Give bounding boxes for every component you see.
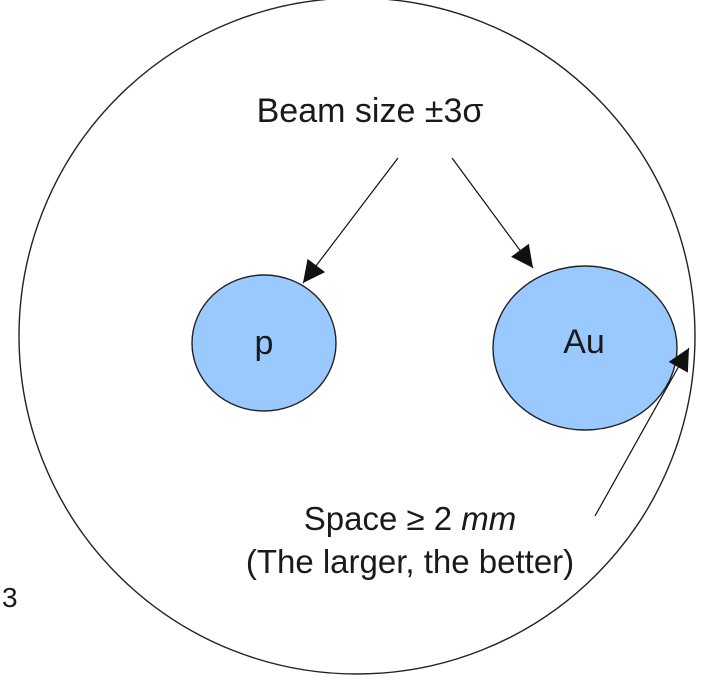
proton-beam-label: p [254,324,274,362]
arrow-to-proton [302,157,399,284]
space-unit: mm [461,500,517,537]
space-requirement-text: Space ≥ 2 [303,500,462,537]
beam-pipe-circle [18,0,696,675]
proton-beam-ellipse [191,274,337,412]
gold-beam-label: Au [563,323,605,361]
space-annotation: Space ≥ 2 mm (The larger, the better) [200,497,620,583]
space-note-line: (The larger, the better) [245,543,575,580]
edge-fragment-text: 3 [2,582,18,613]
arrow-to-gold [451,157,534,269]
space-requirement-line: Space ≥ 2 mm [200,497,620,540]
beam-size-label: Beam size ±3σ [256,92,484,130]
arrow-to-gap [594,347,690,517]
